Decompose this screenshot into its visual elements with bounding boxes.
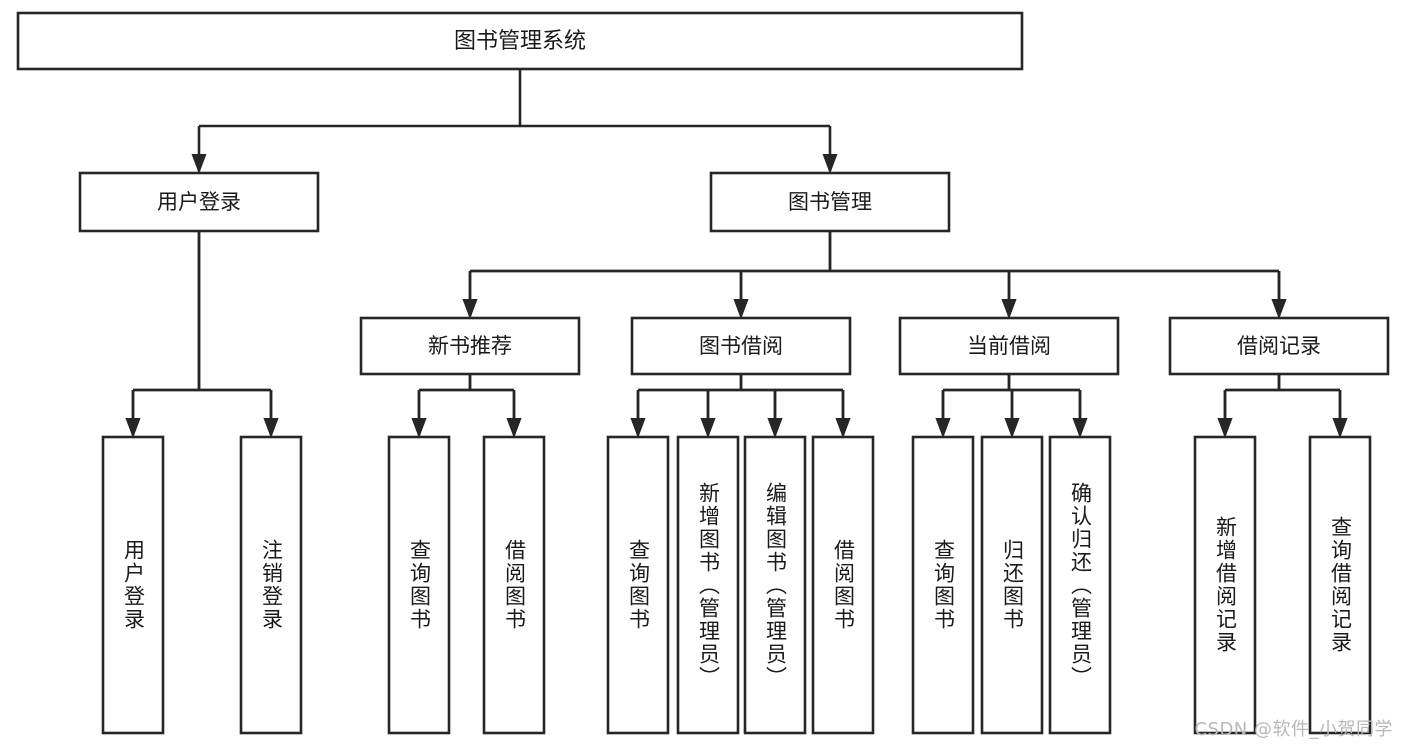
connector-group-user-login bbox=[125, 231, 279, 438]
connector-arrow bbox=[191, 154, 207, 174]
connector-group-borrow-record bbox=[1217, 374, 1348, 438]
node-user-login-in bbox=[101, 435, 165, 735]
node-label-current-borrow: 当前借阅 bbox=[967, 334, 1051, 358]
connector-arrow bbox=[1072, 418, 1088, 438]
node-box-borrow-book-2 bbox=[811, 435, 875, 735]
connector-arrow bbox=[263, 418, 279, 438]
connector-arrow bbox=[700, 418, 716, 438]
node-box-query-book-2 bbox=[606, 435, 670, 735]
connector-arrow bbox=[835, 418, 851, 438]
node-confirm-return-admin bbox=[1048, 435, 1112, 735]
node-box-query-borrow-record bbox=[1308, 435, 1372, 735]
connector-arrow bbox=[733, 299, 749, 319]
node-label-borrow-record: 借阅记录 bbox=[1237, 334, 1321, 358]
node-book-borrow: 图书借阅 bbox=[630, 316, 852, 376]
node-label-book-management: 图书管理 bbox=[788, 190, 872, 214]
node-box-current-borrow bbox=[898, 316, 1120, 376]
node-box-user-login bbox=[78, 171, 320, 233]
node-box-book-management bbox=[709, 171, 951, 233]
connector-arrow bbox=[822, 154, 838, 174]
connector-group-current-borrow bbox=[935, 374, 1088, 438]
node-current-borrow: 当前借阅 bbox=[898, 316, 1120, 376]
node-label-user-login: 用户登录 bbox=[157, 190, 241, 214]
node-query-book-1 bbox=[387, 435, 451, 735]
connector-arrow bbox=[125, 418, 141, 438]
connector-group-borrow-record bbox=[1217, 374, 1348, 438]
node-box-user-logout bbox=[239, 435, 303, 735]
connector-group-book-management bbox=[462, 231, 1287, 319]
node-box-book-borrow bbox=[630, 316, 852, 376]
node-box-root bbox=[16, 11, 1024, 71]
connector-arrow bbox=[767, 418, 783, 438]
node-root: 图书管理系统 bbox=[16, 11, 1024, 71]
connector-arrow bbox=[1332, 418, 1348, 438]
node-box-query-book-3 bbox=[911, 435, 975, 735]
connector-arrow bbox=[630, 418, 646, 438]
connector-arrow bbox=[411, 418, 427, 438]
node-box-query-book-1 bbox=[387, 435, 451, 735]
node-user-login: 用户登录 bbox=[78, 171, 320, 233]
node-box-borrow-book-1 bbox=[482, 435, 546, 735]
node-add-borrow-record bbox=[1193, 435, 1257, 735]
node-add-book-admin bbox=[676, 435, 740, 735]
node-box-add-borrow-record bbox=[1193, 435, 1257, 735]
watermark-text: CSDN @软件_小贺同学 bbox=[1194, 719, 1393, 740]
node-borrow-book-2 bbox=[811, 435, 875, 735]
connector-group-user-login bbox=[125, 231, 279, 438]
node-box-add-book-admin bbox=[676, 435, 740, 735]
node-new-book-recommend: 新书推荐 bbox=[359, 316, 581, 376]
node-label-root: 图书管理系统 bbox=[454, 29, 586, 54]
node-box-edit-book-admin bbox=[743, 435, 807, 735]
connector-arrow bbox=[462, 299, 478, 319]
node-borrow-book-1 bbox=[482, 435, 546, 735]
connector-group-book-borrow bbox=[630, 374, 851, 438]
node-book-management: 图书管理 bbox=[709, 171, 951, 233]
node-query-book-2 bbox=[606, 435, 670, 735]
node-user-logout bbox=[239, 435, 303, 735]
node-box-user-login-in bbox=[101, 435, 165, 735]
connector-arrow bbox=[935, 418, 951, 438]
node-return-book bbox=[980, 435, 1044, 735]
node-query-borrow-record bbox=[1308, 435, 1372, 735]
connector-group-new-book-recommend bbox=[411, 374, 522, 438]
connector-arrow bbox=[1001, 299, 1017, 319]
connector-group-book-management bbox=[462, 231, 1287, 319]
connector-arrow bbox=[1217, 418, 1233, 438]
connector-arrow bbox=[1004, 418, 1020, 438]
connector-group-new-book-recommend bbox=[411, 374, 522, 438]
node-label-new-book-recommend: 新书推荐 bbox=[428, 334, 512, 358]
connector-group-root bbox=[191, 69, 838, 174]
node-query-book-3 bbox=[911, 435, 975, 735]
connector-arrow bbox=[1271, 299, 1287, 319]
node-box-confirm-return-admin bbox=[1048, 435, 1112, 735]
node-box-borrow-record bbox=[1168, 316, 1390, 376]
node-borrow-record: 借阅记录 bbox=[1168, 316, 1390, 376]
connector-arrow bbox=[506, 418, 522, 438]
node-label-book-borrow: 图书借阅 bbox=[699, 334, 783, 358]
node-box-return-book bbox=[980, 435, 1044, 735]
node-edit-book-admin bbox=[743, 435, 807, 735]
node-box-new-book-recommend bbox=[359, 316, 581, 376]
